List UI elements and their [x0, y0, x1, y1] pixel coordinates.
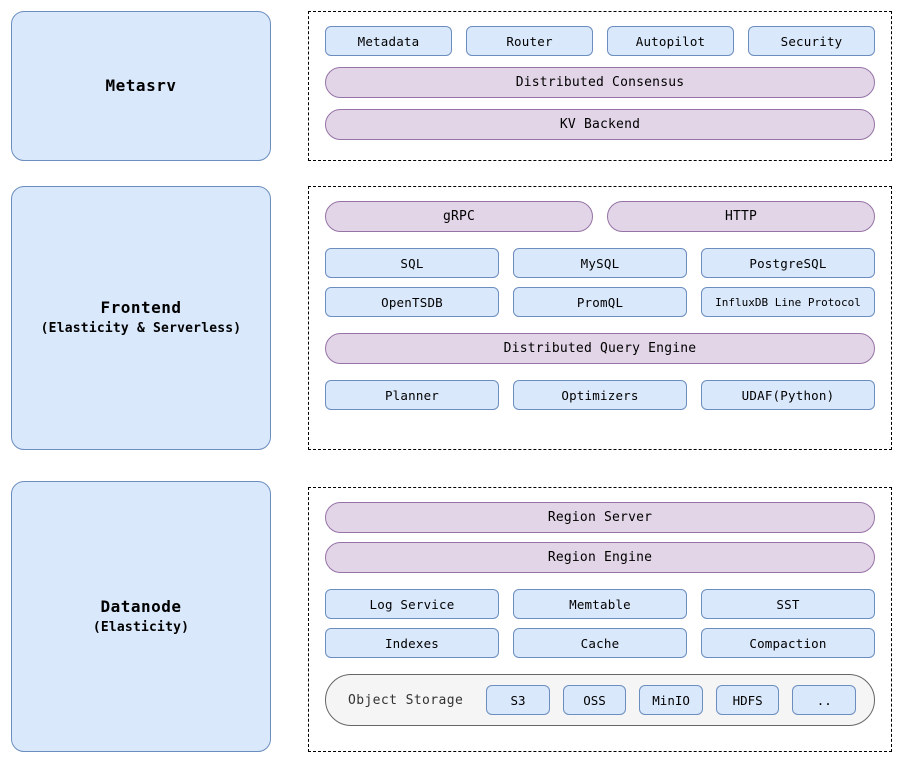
metasrv-consensus-row: Distributed Consensus	[325, 67, 875, 98]
box-influxdb-line-protocol[interactable]: InfluxDB Line Protocol	[701, 287, 875, 317]
box-oss[interactable]: OSS	[562, 685, 627, 715]
box-more[interactable]: ..	[792, 685, 856, 715]
box-grpc[interactable]: gRPC	[325, 201, 593, 232]
frontend-transport-row: gRPC HTTP	[325, 201, 875, 232]
box-security[interactable]: Security	[748, 26, 875, 56]
frontend-protocols-row-2: OpenTSDB PromQL InfluxDB Line Protocol	[325, 287, 875, 317]
panel-metasrv[interactable]: Metasrv	[11, 11, 271, 161]
frontend-query-engine-row: Distributed Query Engine	[325, 333, 875, 364]
datanode-components-row-2: Indexes Cache Compaction	[325, 628, 875, 658]
box-promql[interactable]: PromQL	[513, 287, 687, 317]
box-planner[interactable]: Planner	[325, 380, 499, 410]
box-optimizers[interactable]: Optimizers	[513, 380, 687, 410]
datanode-region-server-row: Region Server	[325, 502, 875, 533]
datanode-region-engine-row: Region Engine	[325, 542, 875, 573]
box-cache[interactable]: Cache	[513, 628, 687, 658]
box-sql[interactable]: SQL	[325, 248, 499, 278]
box-mysql[interactable]: MySQL	[513, 248, 687, 278]
panel-datanode-subtitle: (Elasticity)	[92, 619, 190, 635]
group-frontend: gRPC HTTP SQL MySQL PostgreSQL OpenTSDB …	[308, 186, 892, 450]
box-memtable[interactable]: Memtable	[513, 589, 687, 619]
frontend-protocols-row-1: SQL MySQL PostgreSQL	[325, 248, 875, 278]
box-compaction[interactable]: Compaction	[701, 628, 875, 658]
box-metadata[interactable]: Metadata	[325, 26, 452, 56]
box-udaf-python[interactable]: UDAF(Python)	[701, 380, 875, 410]
panel-metasrv-title: Metasrv	[105, 76, 177, 95]
box-autopilot[interactable]: Autopilot	[607, 26, 734, 56]
box-opentsdb[interactable]: OpenTSDB	[325, 287, 499, 317]
box-minio[interactable]: MinIO	[639, 685, 703, 715]
metasrv-services-row: Metadata Router Autopilot Security	[325, 26, 875, 56]
box-kv-backend[interactable]: KV Backend	[325, 109, 875, 140]
box-hdfs[interactable]: HDFS	[715, 685, 780, 715]
box-distributed-consensus[interactable]: Distributed Consensus	[325, 67, 875, 98]
object-storage-shell: Object Storage S3 OSS MinIO HDFS ..	[325, 674, 875, 726]
panel-datanode-title: Datanode	[100, 596, 182, 616]
box-postgresql[interactable]: PostgreSQL	[701, 248, 875, 278]
object-storage-label: Object Storage	[348, 692, 464, 708]
box-distributed-query-engine[interactable]: Distributed Query Engine	[325, 333, 875, 364]
box-sst[interactable]: SST	[701, 589, 875, 619]
group-datanode: Region Server Region Engine Log Service …	[308, 487, 892, 752]
box-http[interactable]: HTTP	[607, 201, 875, 232]
datanode-components-row-1: Log Service Memtable SST	[325, 589, 875, 619]
panel-frontend-title: Frontend	[100, 298, 182, 317]
box-indexes[interactable]: Indexes	[325, 628, 499, 658]
box-s3[interactable]: S3	[486, 685, 550, 715]
box-router[interactable]: Router	[466, 26, 593, 56]
metasrv-kv-row: KV Backend	[325, 109, 875, 140]
panel-frontend[interactable]: Frontend (Elasticity & Serverless)	[11, 186, 271, 450]
box-region-engine[interactable]: Region Engine	[325, 542, 875, 573]
group-metasrv: Metadata Router Autopilot Security Distr…	[308, 11, 892, 161]
panel-datanode[interactable]: Datanode (Elasticity)	[11, 481, 271, 752]
box-log-service[interactable]: Log Service	[325, 589, 499, 619]
box-region-server[interactable]: Region Server	[325, 502, 875, 533]
panel-frontend-subtitle: (Elasticity & Serverless)	[40, 321, 242, 336]
frontend-engine-parts-row: Planner Optimizers UDAF(Python)	[325, 380, 875, 410]
